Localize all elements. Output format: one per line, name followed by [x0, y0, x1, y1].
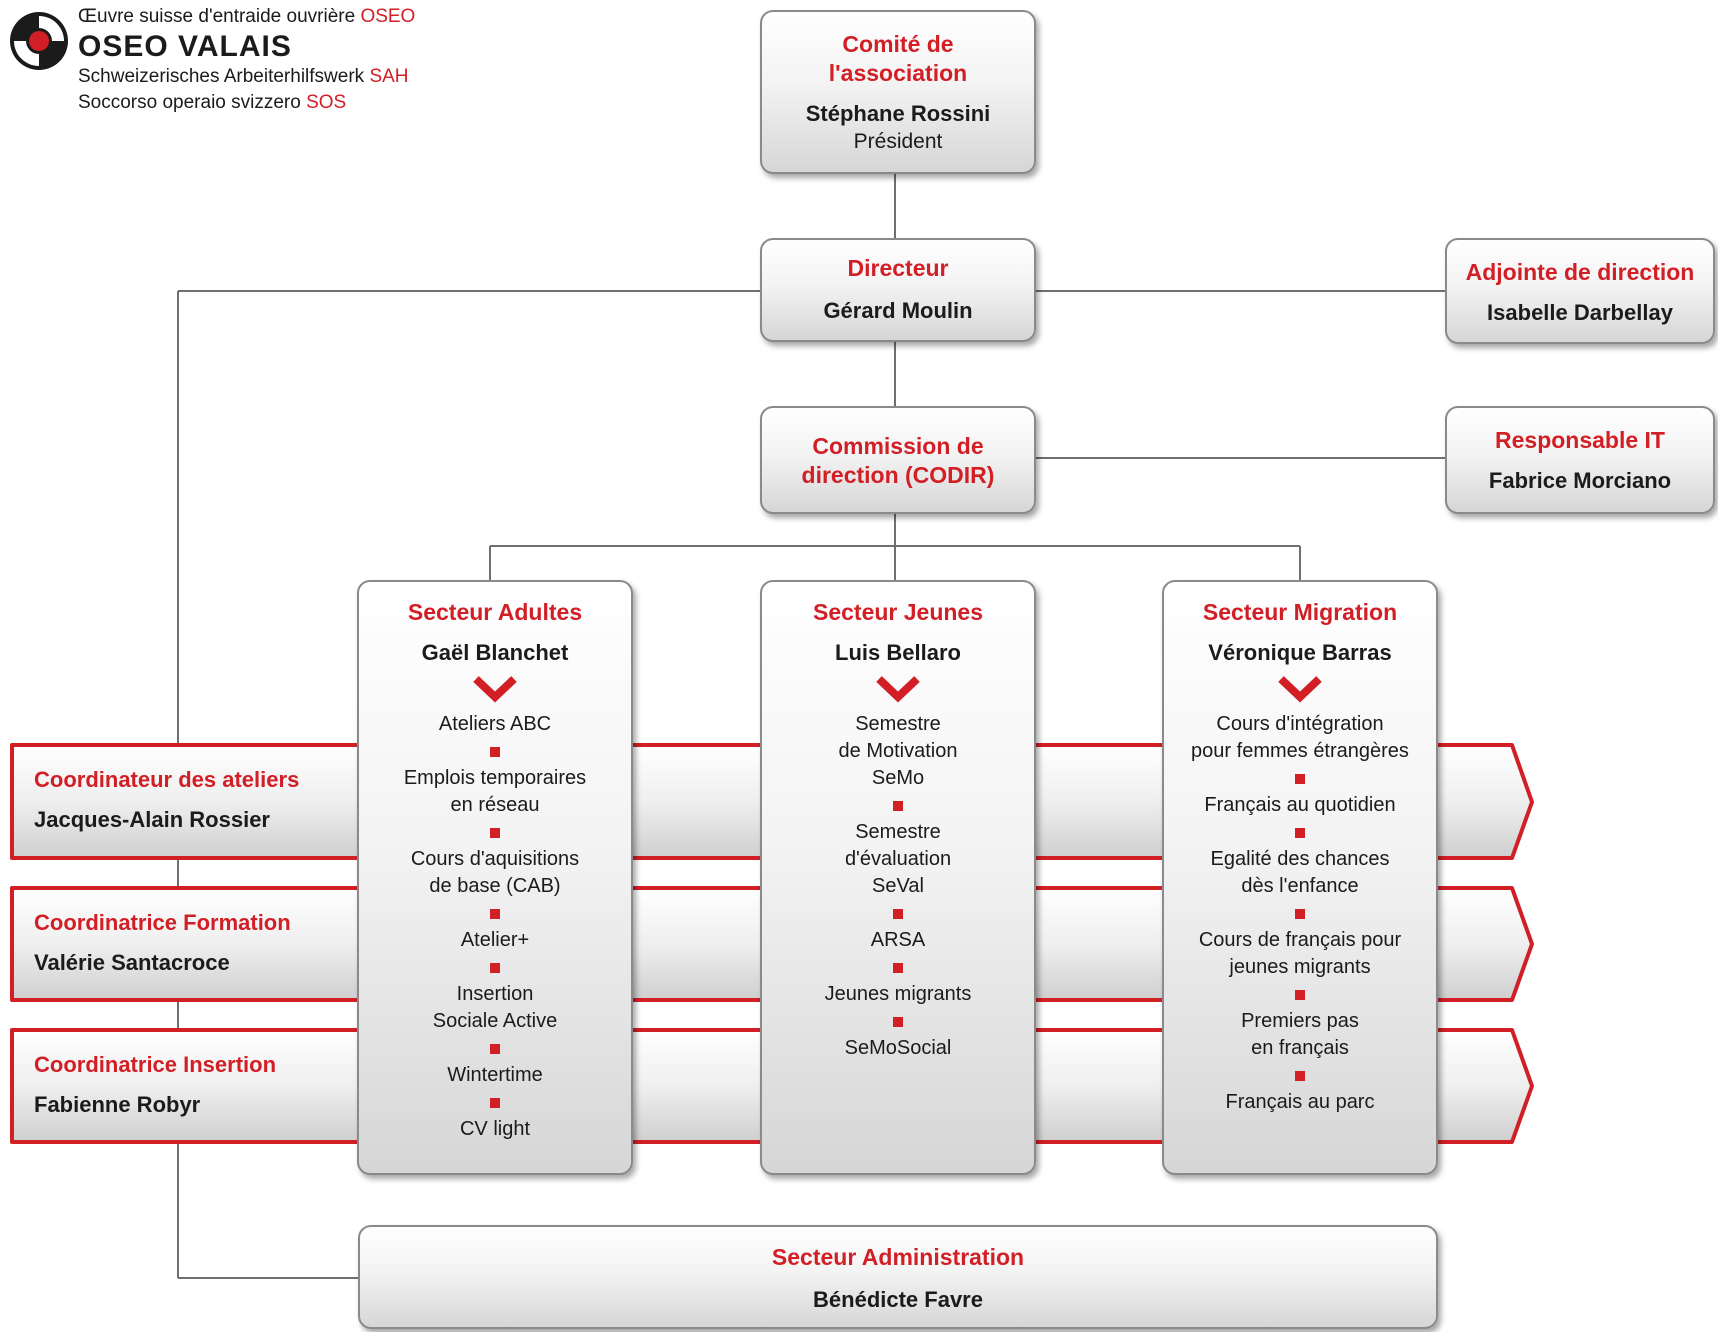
codir-title-line2: direction (CODIR)	[801, 462, 995, 488]
list-item: Premiers pas	[1241, 1010, 1359, 1032]
directeur-box: Directeur Gérard Moulin	[760, 238, 1036, 342]
logo-brand: VALAIS	[178, 30, 292, 63]
codir-title-line1: Commission de	[812, 433, 984, 459]
sector-jeunes-name: Luis Bellaro	[835, 640, 961, 665]
chevron-down-icon	[876, 676, 920, 703]
coordinator-insertion-title: Coordinatrice Insertion	[34, 1052, 277, 1077]
bullet-icon	[1164, 1062, 1436, 1089]
sector-jeunes-title: Secteur Jeunes	[812, 599, 984, 625]
list-item: Egalité des chances	[1210, 848, 1390, 870]
adjointe-name: Isabelle Darbellay	[1487, 300, 1673, 325]
sector-adultes-box: Secteur Adultes Gaël Blanchet Ateliers A…	[357, 580, 633, 1175]
sector-jeunes-items: Semestre de Motivation SeMo Semestre d'é…	[762, 711, 1034, 1062]
logo-brand-accent: OSEO	[78, 30, 169, 63]
list-item: Insertion	[456, 983, 534, 1005]
bullet-icon	[1164, 900, 1436, 927]
logo-line3: Schweizerisches Arbeiterhilfswerk	[78, 66, 365, 87]
it-name: Fabrice Morciano	[1488, 468, 1672, 493]
adjointe-box: Adjointe de direction Isabelle Darbellay	[1445, 238, 1715, 344]
comite-role: Président	[853, 130, 943, 153]
coordinator-insertion: Coordinatrice Insertion Fabienne Robyr	[12, 1035, 337, 1145]
bullet-icon	[359, 900, 631, 927]
oseo-logo-icon	[10, 12, 68, 70]
bullet-icon	[762, 792, 1034, 819]
coordinator-ateliers-title: Coordinateur des ateliers	[34, 767, 300, 792]
administration-box: Secteur Administration Bénédicte Favre	[358, 1225, 1438, 1329]
bullet-icon	[359, 738, 631, 765]
bullet-icon	[762, 1008, 1034, 1035]
list-item: pour femmes étrangères	[1191, 740, 1409, 762]
list-item: de Motivation	[838, 740, 958, 762]
list-item: Semestre	[855, 821, 941, 843]
coordinator-ateliers: Coordinateur des ateliers Jacques-Alain …	[12, 750, 337, 860]
sector-adultes-items: Ateliers ABC Emplois temporaires en rése…	[359, 711, 631, 1143]
list-item: Jeunes migrants	[824, 983, 972, 1005]
list-item: Wintertime	[447, 1064, 543, 1086]
coordinator-formation: Coordinatrice Formation Valérie Santacro…	[12, 893, 337, 1003]
list-item: Ateliers ABC	[438, 713, 552, 735]
comite-title-line1: Comité de	[842, 31, 954, 57]
list-item: Français au quotidien	[1204, 794, 1396, 816]
codir-box: Commission de direction (CODIR)	[760, 406, 1036, 514]
coordinator-insertion-name: Fabienne Robyr	[34, 1092, 201, 1117]
bullet-icon	[762, 954, 1034, 981]
list-item: ARSA	[870, 929, 926, 951]
list-item: Semestre	[855, 713, 941, 735]
comite-box: Comité de l'association Stéphane Rossini…	[760, 10, 1036, 174]
chevron-down-icon	[1278, 676, 1322, 703]
list-item: SeMoSocial	[844, 1037, 952, 1059]
bullet-icon	[359, 1035, 631, 1062]
bullet-icon	[359, 954, 631, 981]
list-item: en français	[1251, 1037, 1349, 1059]
logo-line4-accent: SOS	[306, 92, 347, 113]
list-item: Cours d'aquisitions	[410, 848, 580, 870]
administration-name: Bénédicte Favre	[813, 1287, 983, 1312]
bullet-icon	[1164, 819, 1436, 846]
it-box: Responsable IT Fabrice Morciano	[1445, 406, 1715, 514]
list-item: Cours d'intégration	[1216, 713, 1384, 735]
list-item: Cours de français pour	[1198, 929, 1402, 951]
bullet-icon	[762, 900, 1034, 927]
list-item: d'évaluation	[844, 848, 952, 870]
sector-migration-title: Secteur Migration	[1202, 599, 1398, 625]
adjointe-title: Adjointe de direction	[1465, 259, 1695, 285]
comite-title-line2: l'association	[828, 60, 968, 86]
list-item: SeMo	[871, 767, 925, 789]
list-item: jeunes migrants	[1229, 956, 1371, 978]
sector-jeunes-box: Secteur Jeunes Luis Bellaro Semestre de …	[760, 580, 1036, 1175]
directeur-name: Gérard Moulin	[823, 298, 973, 323]
bullet-icon	[359, 819, 631, 846]
administration-title: Secteur Administration	[771, 1244, 1025, 1270]
logo-line1-accent: OSEO	[360, 6, 416, 27]
directeur-title: Directeur	[847, 255, 949, 281]
list-item: en réseau	[450, 794, 540, 816]
logo-line1: Œuvre suisse d'entraide ouvrière	[78, 6, 356, 27]
list-item: de base (CAB)	[429, 875, 561, 897]
list-item: Emplois temporaires	[403, 767, 587, 789]
list-item: Français au parc	[1225, 1091, 1375, 1113]
sector-migration-items: Cours d'intégration pour femmes étrangèr…	[1164, 711, 1436, 1116]
sector-adultes-title: Secteur Adultes	[407, 599, 583, 625]
coordinator-ateliers-name: Jacques-Alain Rossier	[34, 807, 270, 832]
sector-migration-box: Secteur Migration Véronique Barras Cours…	[1162, 580, 1438, 1175]
list-item: Atelier+	[460, 929, 530, 951]
logo-line3-accent: SAH	[369, 66, 409, 87]
list-item: dès l'enfance	[1241, 875, 1359, 897]
coordinator-formation-name: Valérie Santacroce	[34, 950, 230, 975]
bullet-icon	[1164, 765, 1436, 792]
coordinator-formation-title: Coordinatrice Formation	[34, 910, 291, 935]
sector-migration-name: Véronique Barras	[1208, 640, 1392, 665]
comite-name: Stéphane Rossini	[805, 101, 991, 126]
list-item: SeVal	[872, 875, 924, 897]
chevron-down-icon	[473, 676, 517, 703]
it-title: Responsable IT	[1495, 427, 1665, 453]
sector-adultes-name: Gaël Blanchet	[421, 640, 569, 665]
bullet-icon	[1164, 981, 1436, 1008]
logo-line4: Soccorso operaio svizzero	[78, 92, 301, 113]
bullet-icon	[359, 1089, 631, 1116]
list-item: CV light	[459, 1118, 531, 1140]
list-item: Sociale Active	[432, 1010, 558, 1032]
